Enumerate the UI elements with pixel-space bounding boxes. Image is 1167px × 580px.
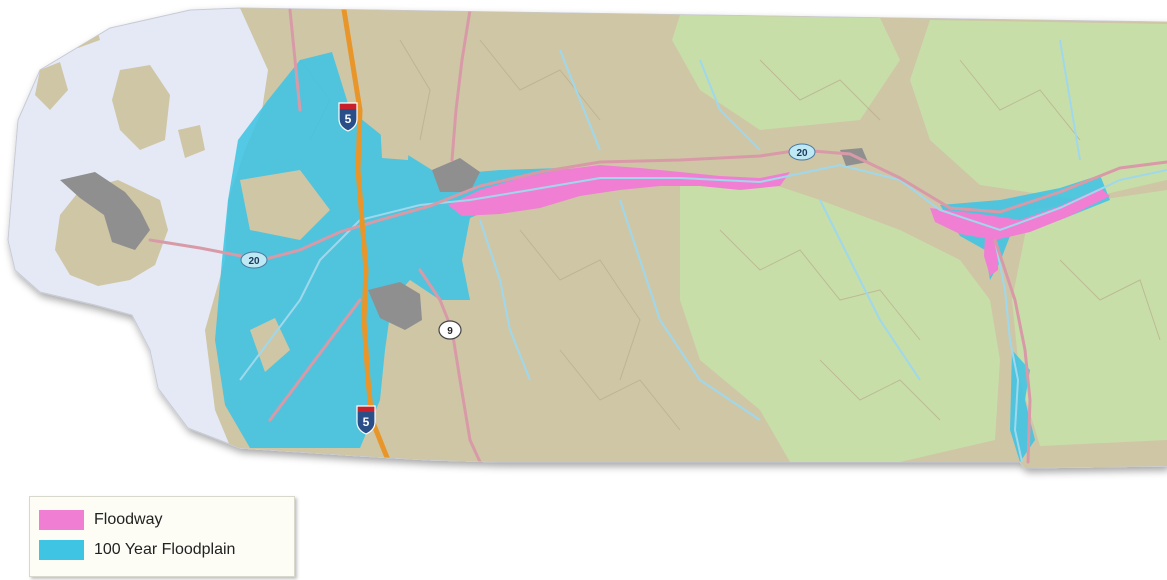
legend-item-floodplain: 100 Year Floodplain [39, 539, 235, 561]
rivers [239, 39, 1167, 463]
island-small-1 [35, 62, 68, 110]
svg-text:5: 5 [345, 112, 352, 126]
floodplain-swatch [39, 540, 84, 560]
floodplain-upland-1 [240, 170, 330, 240]
floodway-east [930, 188, 1110, 240]
interstate-5-shield-bottom: 5 [356, 405, 376, 435]
roads [148, 8, 1167, 464]
floodplain-upland-2 [380, 120, 410, 160]
floodway-creek [984, 235, 998, 276]
svg-text:5: 5 [363, 415, 370, 429]
legend-item-floodway: Floodway [39, 509, 162, 531]
svg-text:20: 20 [248, 256, 260, 267]
interstate-5-shield-top: 5 [338, 102, 358, 132]
urban-west [60, 172, 150, 250]
island-north [112, 65, 170, 150]
terrain-relief [299, 39, 1161, 431]
map-legend: Floodway 100 Year Floodplain [29, 496, 295, 577]
floodplain-upland-3 [250, 318, 290, 372]
highway-9-shield: 9 [438, 320, 462, 340]
forest-zone-north [672, 15, 900, 130]
urban-north [432, 158, 480, 192]
svg-text:9: 9 [447, 326, 453, 337]
floodway-area [448, 165, 790, 216]
forest-zone-east [1012, 190, 1167, 446]
floodway-swatch [39, 510, 84, 530]
highway-20-shield-east: 20 [788, 143, 816, 161]
urban-central [368, 282, 422, 330]
forest-zone-central [680, 180, 1000, 462]
floodplain-area [215, 52, 600, 448]
interstate-5-route [341, 8, 391, 463]
island-small-3 [178, 125, 205, 158]
highway-20-shield-west: 20 [240, 251, 268, 269]
svg-text:20: 20 [796, 148, 808, 159]
forest-zone-northeast [910, 20, 1167, 200]
legend-label-floodplain: 100 Year Floodplain [94, 541, 236, 558]
legend-label-floodway: Floodway [94, 511, 163, 528]
